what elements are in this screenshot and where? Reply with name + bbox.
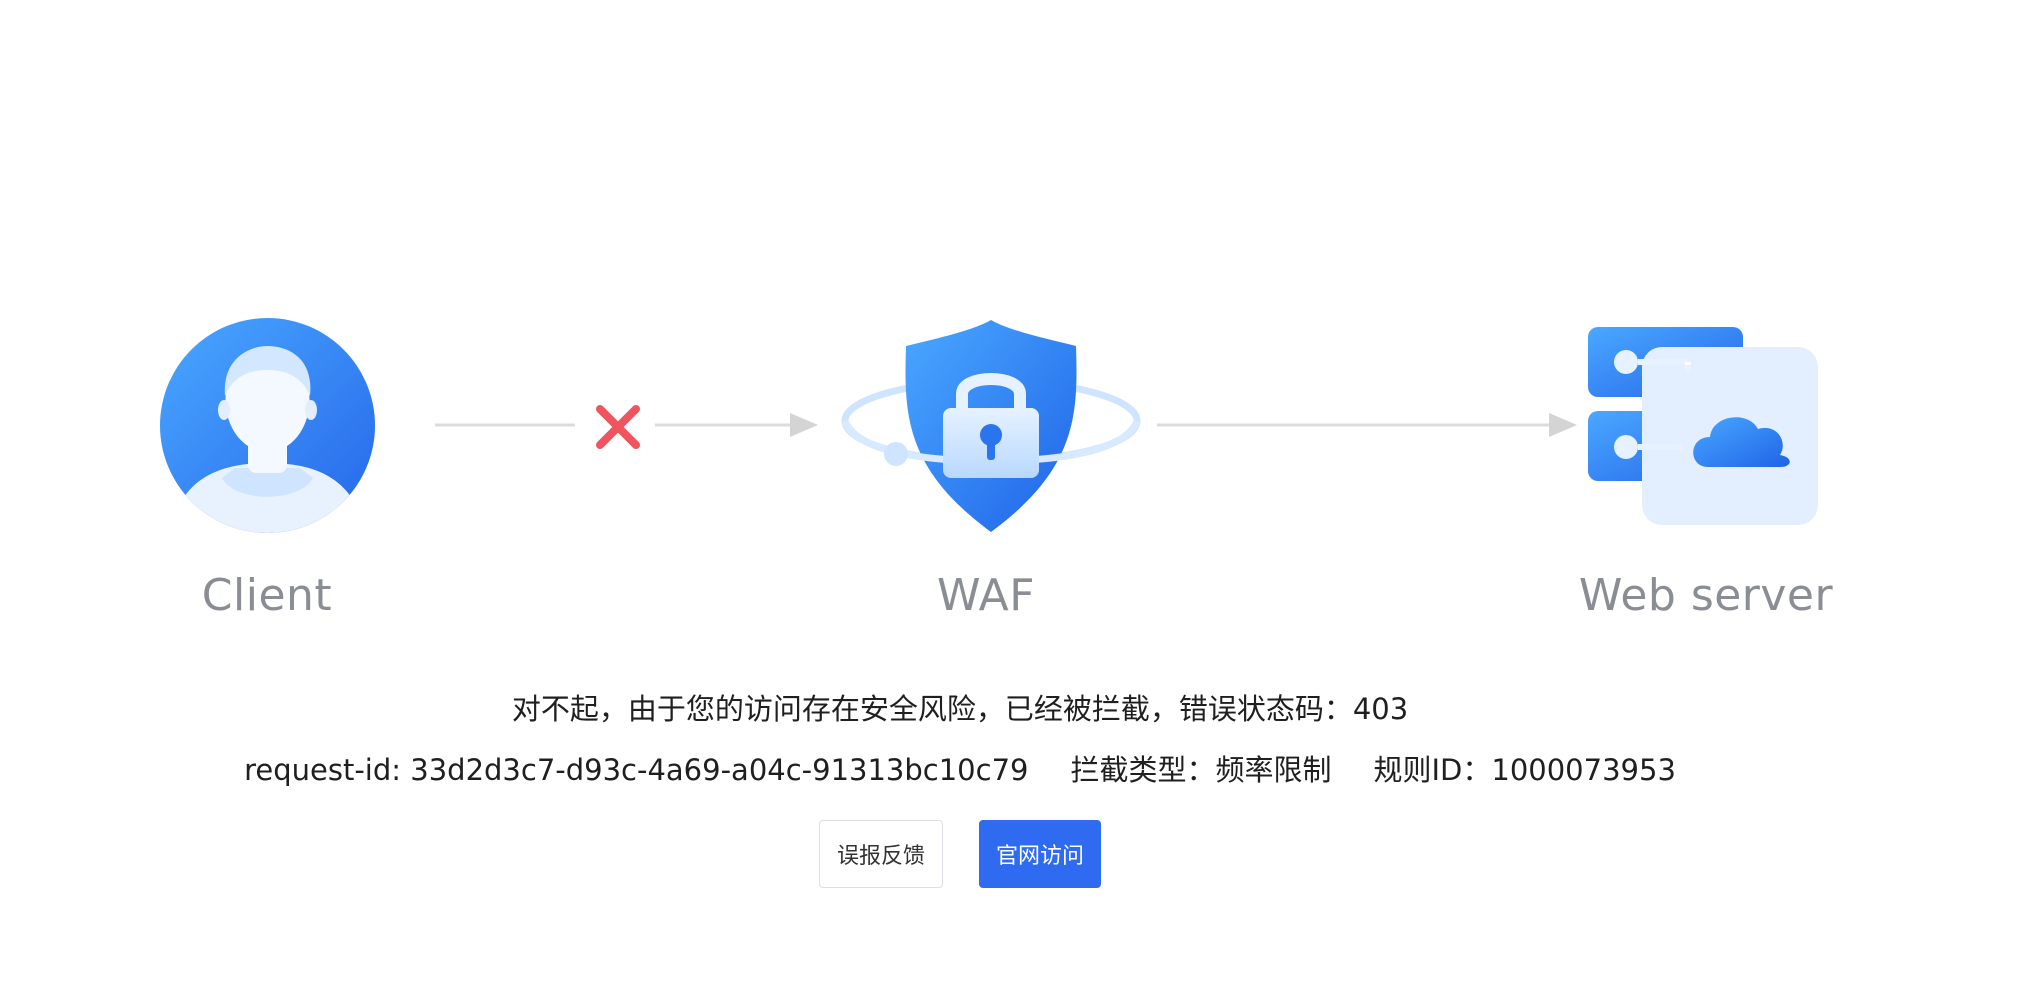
request-id-text: request-id: 33d2d3c7-d93c-4a69-a04c-9131…	[244, 753, 1029, 787]
official-site-button[interactable]: 官网访问	[979, 820, 1101, 888]
waf-to-server-connector	[1157, 413, 1577, 437]
rule-id-text: 规则ID：1000073953	[1373, 753, 1676, 787]
server-label: Web server	[1578, 570, 1834, 621]
false-positive-feedback-button[interactable]: 误报反馈	[819, 820, 943, 888]
block-type-text: 拦截类型：频率限制	[1070, 753, 1332, 787]
action-buttons: 误报反馈 官网访问	[0, 820, 1975, 888]
client-label: Client	[201, 570, 333, 621]
block-message: 对不起，由于您的访问存在安全风险，已经被拦截，错误状态码：403	[511, 692, 1409, 726]
client-to-waf-connector	[435, 413, 818, 437]
client-avatar-icon	[160, 318, 375, 533]
waf-shield-lock-icon	[841, 320, 1141, 532]
waf-label: WAF	[936, 570, 1036, 621]
web-server-cloud-icon	[1588, 327, 1818, 525]
blocked-x-icon	[596, 405, 640, 449]
request-meta-line: request-id: 33d2d3c7-d93c-4a69-a04c-9131…	[0, 747, 1975, 789]
